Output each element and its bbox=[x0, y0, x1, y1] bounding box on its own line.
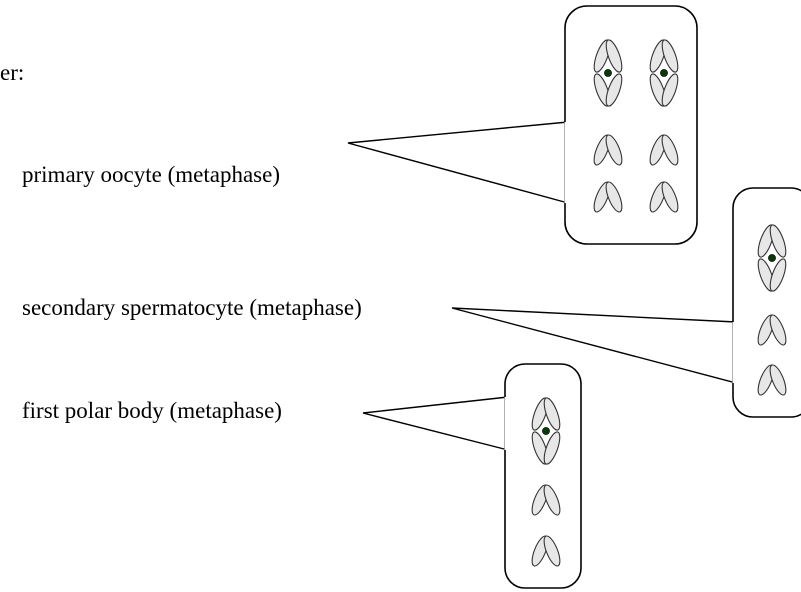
po-col1-x-chromosome bbox=[593, 39, 623, 107]
po-col1-v2-arm-r bbox=[605, 181, 623, 213]
ss-col1-arm-lr bbox=[769, 258, 787, 292]
po-col2-arm-ur bbox=[661, 39, 679, 73]
po-col1-v1-v-chromosome bbox=[593, 134, 623, 166]
po-col1-v1-arm-r bbox=[605, 134, 623, 166]
label-first-polar-body: first polar body (metaphase) bbox=[22, 398, 282, 423]
fp-col1-x-chromosome bbox=[531, 397, 561, 465]
po-col2-v2-v-chromosome bbox=[649, 181, 679, 213]
po-col2-x-chromosome bbox=[649, 39, 679, 107]
pointer-primary-oocyte bbox=[347, 121, 569, 204]
po-col1-arm-lr bbox=[605, 73, 623, 107]
fp-col1-v2-v-chromosome bbox=[531, 535, 561, 567]
pointer-secondary-spermatocyte bbox=[451, 307, 737, 384]
first-polar-body-cell bbox=[504, 363, 582, 589]
ss-col1-v2-v-chromosome bbox=[757, 364, 787, 396]
po-col1-v2-v-chromosome bbox=[593, 181, 623, 213]
po-col2-centromere bbox=[660, 69, 668, 77]
po-col2-v2-arm-r bbox=[661, 181, 679, 213]
label-secondary-spermatocyte: secondary spermatocyte (metaphase) bbox=[22, 295, 362, 320]
fp-col1-arm-lr bbox=[543, 431, 561, 465]
po-col2-arm-lr bbox=[661, 73, 679, 107]
pointer-first-polar-body bbox=[362, 396, 509, 451]
fp-col1-centromere bbox=[542, 427, 550, 435]
ss-col1-v2-arm-r bbox=[769, 364, 787, 396]
ss-col1-centromere bbox=[768, 254, 776, 262]
ss-col1-x-chromosome bbox=[757, 224, 787, 292]
ss-col1-v1-v-chromosome bbox=[757, 314, 787, 346]
ss-col1-arm-ur bbox=[769, 224, 787, 258]
fp-col1-v1-v-chromosome bbox=[531, 484, 561, 516]
po-col1-arm-ur bbox=[605, 39, 623, 73]
fp-col1-arm-ur bbox=[543, 397, 561, 431]
header-fragment: er: bbox=[0, 60, 24, 85]
fp-col1-v1-arm-r bbox=[543, 484, 561, 516]
fp-col1-v2-arm-r bbox=[543, 535, 561, 567]
po-col2-v1-arm-r bbox=[661, 134, 679, 166]
ss-col1-v1-arm-r bbox=[769, 314, 787, 346]
label-primary-oocyte: primary oocyte (metaphase) bbox=[22, 162, 280, 187]
chromosome-layer bbox=[531, 39, 787, 567]
po-col1-centromere bbox=[604, 69, 612, 77]
po-col2-v1-v-chromosome bbox=[649, 134, 679, 166]
